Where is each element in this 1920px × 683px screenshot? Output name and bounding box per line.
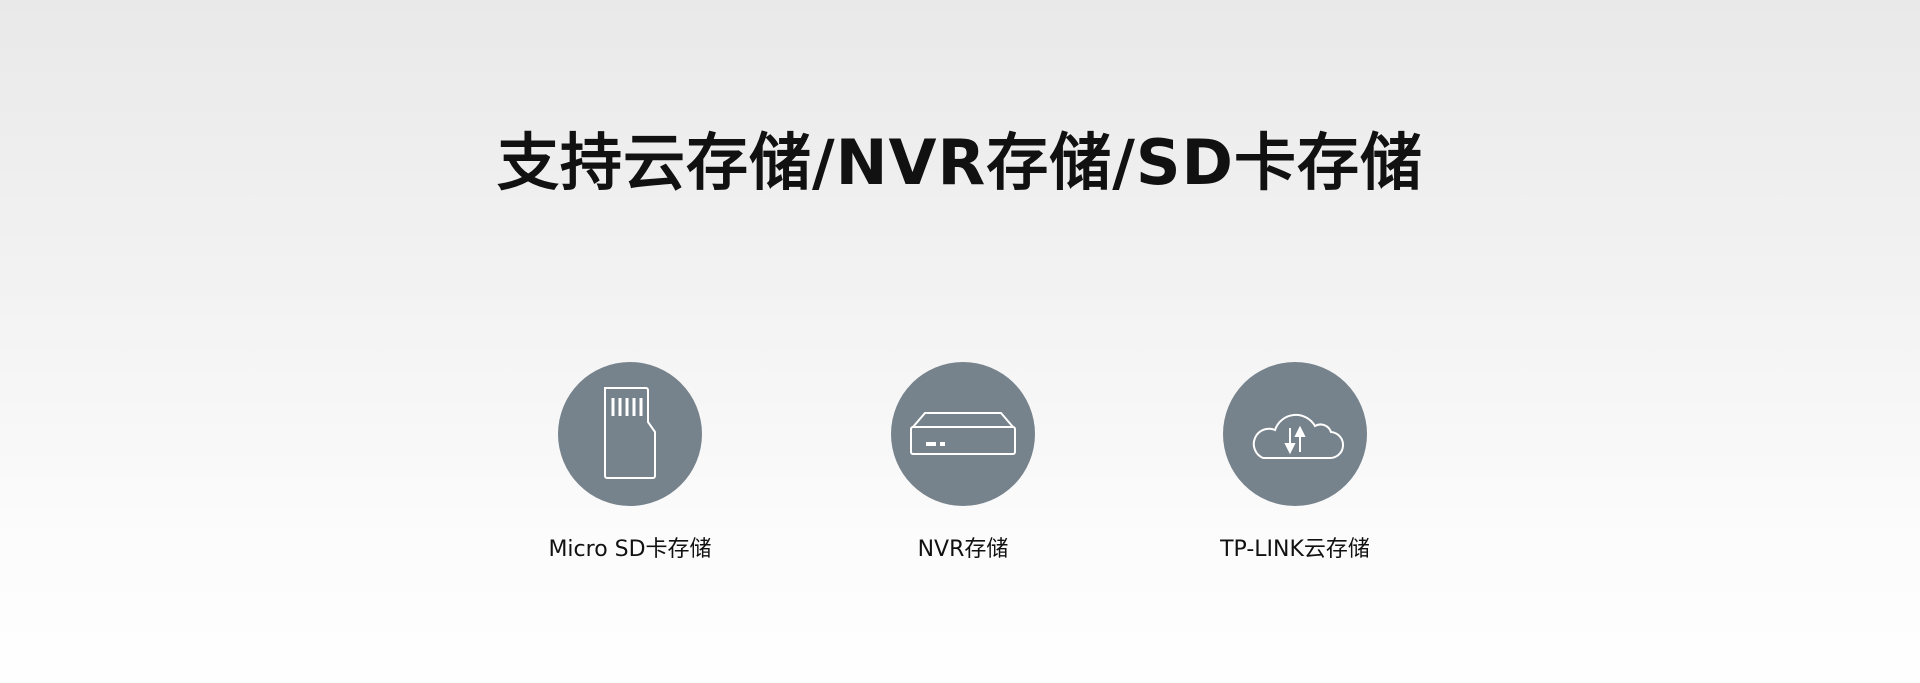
sd-card-icon <box>604 387 656 479</box>
feature-sd-card: Micro SD卡存储 <box>510 362 750 563</box>
feature-label: Micro SD卡存储 <box>548 537 712 562</box>
nvr-icon-circle <box>891 362 1035 506</box>
cloud-transfer-icon <box>1252 413 1344 460</box>
feature-label: TP-LINK云存储 <box>1220 537 1370 562</box>
feature-label: NVR存储 <box>917 537 1009 562</box>
sd-card-icon-circle <box>558 362 702 506</box>
page-title: 支持云存储/NVR存储/SD卡存储 <box>496 126 1424 199</box>
feature-nvr: NVR存储 <box>843 362 1083 563</box>
feature-cloud: TP-LINK云存储 <box>1175 362 1415 563</box>
nvr-device-icon <box>910 412 1016 455</box>
cloud-icon-circle <box>1223 362 1367 506</box>
